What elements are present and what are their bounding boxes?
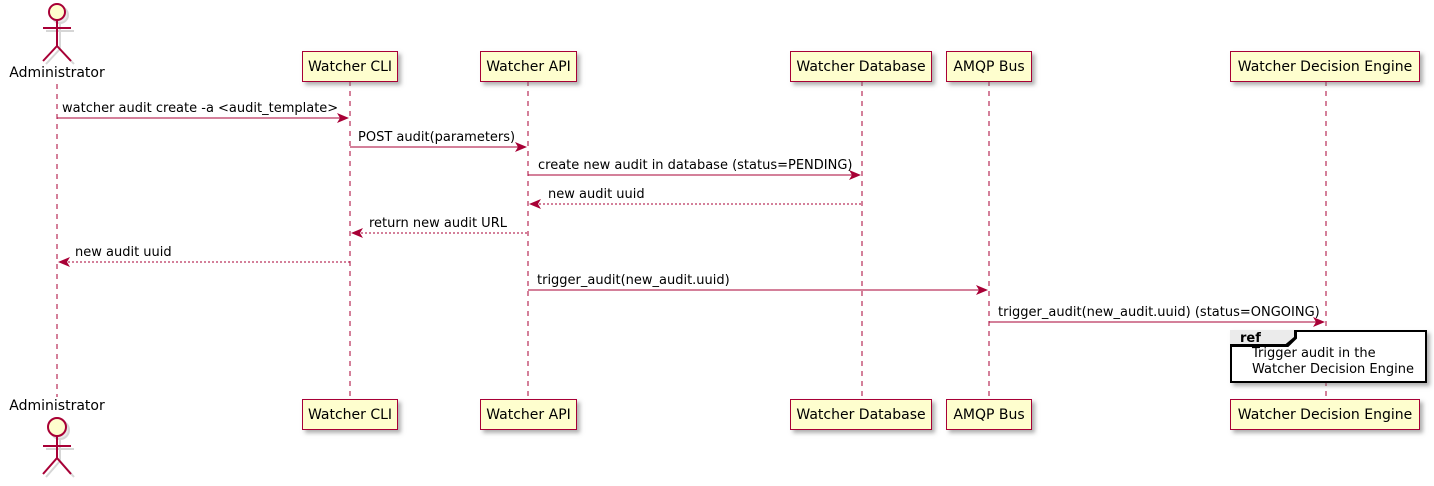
lifelines xyxy=(56,81,1327,399)
ref-tag-border xyxy=(1230,330,1297,347)
message-label-5: return new audit URL xyxy=(369,216,507,231)
message-label-2: POST audit(parameters) xyxy=(358,130,516,145)
message-label-6: new audit uuid xyxy=(75,245,172,260)
participant-box-bottom-amqp-bus: AMQP Bus xyxy=(946,399,1032,430)
message-label-8: trigger_audit(new_audit.uuid) (status=ON… xyxy=(998,305,1320,320)
actor-figure-top xyxy=(42,3,72,62)
participant-box-top-watcher-database: Watcher Database xyxy=(790,51,932,82)
message-label-3: create new audit in database (status=PEN… xyxy=(538,158,853,173)
message-label-4: new audit uuid xyxy=(548,187,645,202)
participant-box-bottom-watcher-api: Watcher API xyxy=(480,399,577,430)
ref-content-line-2: Watcher Decision Engine xyxy=(1252,362,1414,377)
actor-label-bottom: Administrator xyxy=(9,398,105,414)
actor-label-top: Administrator xyxy=(9,65,105,81)
arrow-5-head xyxy=(351,228,363,238)
arrow-6-head xyxy=(58,257,70,267)
participant-box-top-watcher-cli: Watcher CLI xyxy=(302,51,398,82)
arrow-7-head xyxy=(976,285,988,295)
participant-box-top-watcher-decision-engine: Watcher Decision Engine xyxy=(1230,51,1420,82)
ref-tag-background xyxy=(1230,330,1294,344)
participant-box-bottom-watcher-decision-engine: Watcher Decision Engine xyxy=(1230,399,1420,430)
participant-box-top-watcher-api: Watcher API xyxy=(480,51,577,82)
message-arrows xyxy=(57,113,1325,327)
ref-content-line-1: Trigger audit in the xyxy=(1252,346,1376,361)
arrow-3-head xyxy=(849,170,861,180)
participant-box-top-amqp-bus: AMQP Bus xyxy=(946,51,1032,82)
ref-fragment: ref Trigger audit in the Watcher Decisio… xyxy=(1230,330,1427,383)
arrow-1-head xyxy=(337,113,349,123)
ref-tag-label: ref xyxy=(1240,331,1261,346)
participant-box-bottom-watcher-database: Watcher Database xyxy=(790,399,932,430)
message-label-7: trigger_audit(new_audit.uuid) xyxy=(537,273,730,288)
arrow-8-head xyxy=(1313,317,1325,327)
ref-content: Trigger audit in the Watcher Decision En… xyxy=(1252,346,1414,378)
arrow-4-head xyxy=(529,199,541,209)
arrow-2-head xyxy=(515,142,527,152)
message-label-1: watcher audit create -a <audit_template> xyxy=(62,101,339,116)
participant-box-bottom-watcher-cli: Watcher CLI xyxy=(302,399,398,430)
actor-figure-bottom xyxy=(42,417,72,475)
